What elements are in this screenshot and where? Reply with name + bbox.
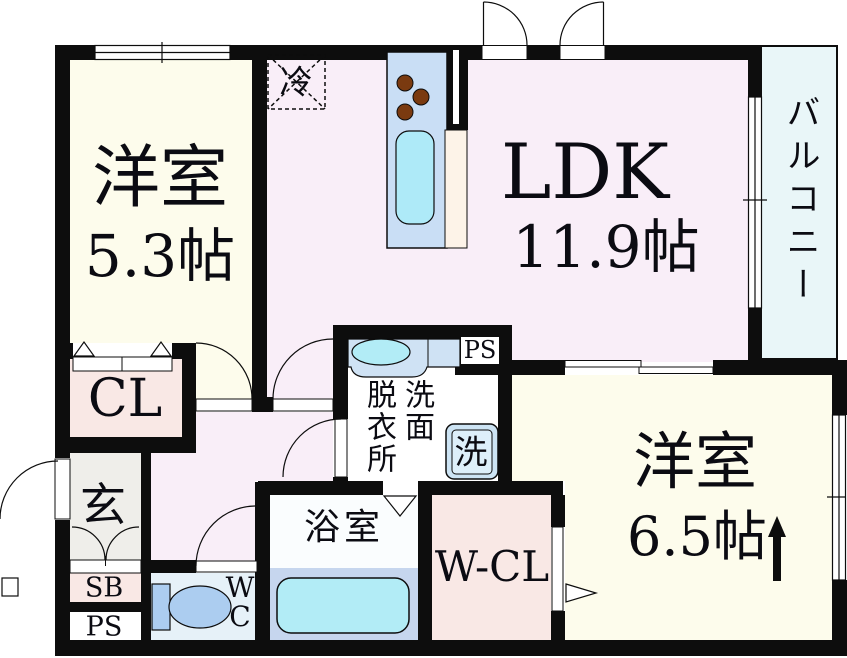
closet-label: CL [87, 369, 163, 429]
wall-segment [55, 640, 847, 656]
floor-ldk [267, 343, 333, 399]
wall-segment [551, 495, 565, 527]
ldk-size: 11.9帖 [512, 213, 700, 281]
floor-bedroom-upper [196, 343, 252, 399]
wall-segment [252, 60, 267, 412]
floor-shoe-box [70, 573, 141, 602]
door-entrance-icon [0, 458, 71, 520]
bathtub-icon [276, 577, 410, 634]
wall-segment [267, 397, 273, 412]
wall-segment [258, 481, 383, 495]
wall-segment [57, 602, 151, 612]
ldk-name: LDK [500, 127, 670, 216]
toilet-icon [151, 583, 232, 631]
floor-entrance [70, 452, 141, 560]
meter-box-icon [1, 577, 19, 597]
floor-bedroom-upper [70, 60, 252, 343]
door-ldk-icon [272, 338, 334, 412]
refrigerator-label: 冷 [279, 62, 313, 102]
wall-segment [141, 560, 196, 573]
toilet-label-w: W [225, 571, 255, 604]
floor-bedroom-lower [565, 375, 832, 640]
wall-segment [748, 45, 762, 97]
kitchen-counter-icon [386, 50, 468, 249]
door-bedroom-upper-icon [195, 342, 253, 412]
washing-machine-label: 洗 [454, 432, 488, 472]
window-balcony-icon [743, 96, 767, 309]
door-entrance-cabinet-icon [69, 526, 142, 574]
floor-balcony [760, 45, 838, 360]
washroom-label-right: 洗面 [399, 379, 434, 443]
bedroom-upper-name: 洋室 [91, 139, 229, 218]
wall-segment [713, 360, 847, 375]
wcl-label: W-CL [434, 542, 550, 591]
balcony-label: バルコニー [780, 94, 820, 310]
ps-entrance-label: PS [85, 611, 123, 643]
folding-door-bathroom-icon [382, 495, 418, 517]
direction-arrow-icon [768, 516, 786, 581]
wall-segment [748, 308, 762, 360]
wall-segment [141, 452, 151, 642]
folding-door-closet-icon [72, 340, 173, 372]
bedroom-upper-size: 5.3帖 [84, 222, 236, 290]
toilet-label-c: C [229, 600, 251, 633]
wall-segment [418, 481, 563, 495]
window-bedroom-lower-icon [827, 414, 847, 581]
bedroom-lower-size: 6.5帖 [627, 505, 767, 568]
wall-segment [57, 343, 73, 359]
washroom-label-left: 脱衣所 [361, 379, 396, 475]
ps-washroom-label: PS [463, 336, 497, 364]
floor-wcl [432, 495, 551, 640]
floor-ps [70, 612, 141, 640]
wall-segment [255, 482, 270, 640]
wall-segment [832, 375, 847, 415]
sliding-door-wcl-icon [551, 526, 599, 612]
washing-machine-icon [445, 423, 499, 480]
sliding-door-bedroom-lower-icon [564, 360, 714, 374]
floor-hallway [148, 452, 255, 562]
window-bedroom-upper-icon [94, 42, 231, 63]
floor-ldk [267, 60, 748, 362]
wall-segment [605, 45, 762, 60]
door-toilet-icon [195, 505, 258, 573]
wall-segment [333, 325, 348, 419]
wall-segment [418, 481, 432, 640]
wall-segment [551, 611, 565, 640]
shoe-box-label: SB [84, 572, 124, 604]
bedroom-lower-name: 洋室 [632, 425, 758, 498]
ps-washroom-box [461, 337, 499, 364]
entrance-label: 玄 [80, 478, 126, 532]
double-door-top-icon [481, 1, 606, 60]
wall-segment [57, 437, 196, 453]
wall-segment [498, 360, 565, 375]
bathroom-label: 浴室 [303, 507, 385, 548]
wall-segment [527, 45, 560, 60]
wall-segment [832, 580, 847, 640]
door-washroom-icon [282, 418, 348, 478]
wall-segment [182, 343, 196, 453]
refrigerator-icon [267, 54, 326, 110]
vanity-sink-icon [347, 338, 461, 378]
wall-segment [55, 520, 70, 655]
